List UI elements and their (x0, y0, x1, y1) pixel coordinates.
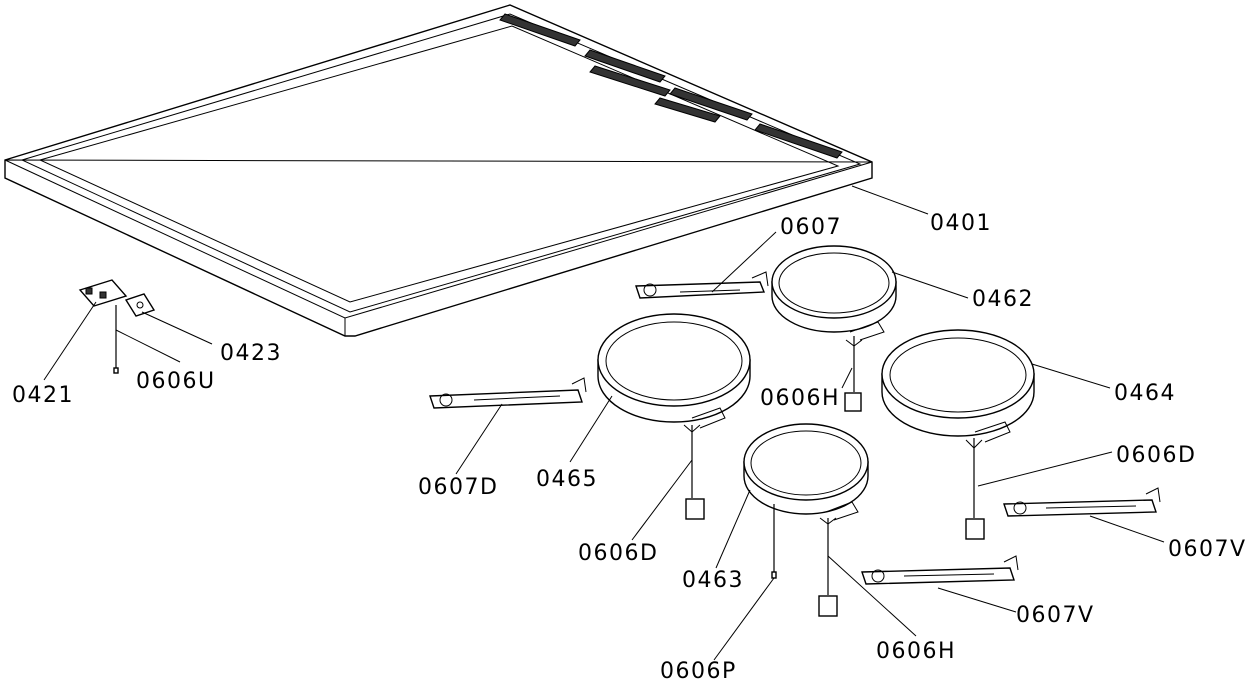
part-labels: 0401 0607 0462 0464 0606H 0606D 0607V 06… (12, 211, 1246, 682)
label-0607D: 0607D (418, 475, 498, 500)
heating-element-0463 (743, 423, 869, 617)
bracket-0607V-bottom (861, 555, 1019, 585)
label-0463: 0463 (682, 568, 744, 593)
label-0607V-bottom: 0607V (1016, 603, 1095, 628)
label-0465: 0465 (536, 467, 598, 492)
label-0401: 0401 (930, 211, 992, 236)
heating-element-0464 (881, 329, 1035, 540)
control-slots (499, 13, 843, 159)
label-0464: 0464 (1114, 381, 1176, 406)
label-0606U: 0606U (136, 369, 216, 394)
wire-0606U (113, 305, 119, 374)
label-0606H-mid: 0606H (760, 386, 840, 411)
label-0606D-right: 0606D (1116, 443, 1196, 468)
clip-0423 (124, 293, 156, 317)
bracket-0607V-right (1003, 487, 1161, 517)
leader-lines (43, 185, 1165, 661)
bracket-0607 (635, 271, 769, 299)
label-0606D-left: 0606D (578, 541, 658, 566)
label-0607V-right: 0607V (1168, 537, 1246, 562)
label-0423: 0423 (220, 341, 282, 366)
label-0606P: 0606P (660, 659, 737, 682)
bracket-0607D (429, 377, 587, 409)
heating-element-0465 (597, 313, 751, 520)
terminal-block-0421 (78, 279, 128, 307)
label-0606H-bottom: 0606H (876, 639, 956, 664)
label-0421: 0421 (12, 383, 74, 408)
heating-element-0462 (771, 245, 897, 412)
label-0607-top: 0607 (780, 215, 842, 240)
cooktop-glass-panel (4, 4, 873, 337)
label-0462: 0462 (972, 287, 1034, 312)
